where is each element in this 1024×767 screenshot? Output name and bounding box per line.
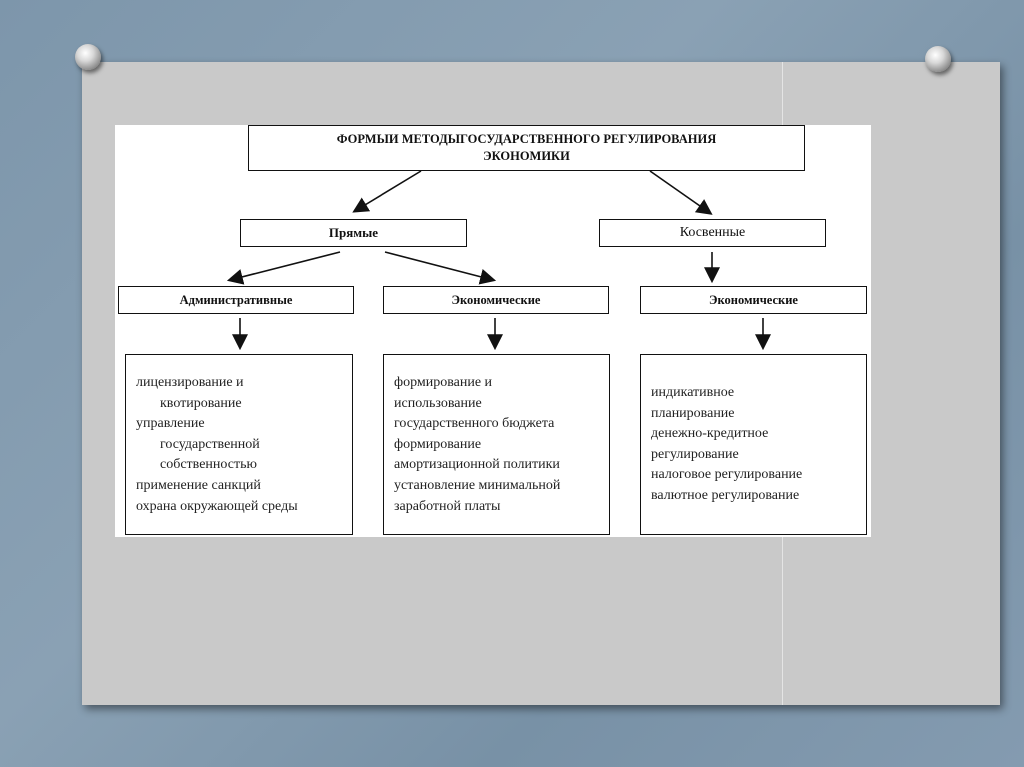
title-line-2: ЭКОНОМИКИ xyxy=(483,149,570,163)
pushpin-icon xyxy=(75,44,101,70)
direct-box: Прямые xyxy=(240,219,467,247)
list-item: лицензирование и xyxy=(136,375,244,390)
list-item: собственностью xyxy=(160,457,257,473)
list-item: использование xyxy=(394,395,482,411)
list-item: установление минимальной xyxy=(394,477,561,493)
list-item: заработной платы xyxy=(394,498,501,514)
list-item: государственного бюджета xyxy=(394,416,555,432)
list-item: государственной xyxy=(160,436,260,452)
list-item: амортизационной политики xyxy=(394,457,560,473)
list-item: формирование и xyxy=(394,375,493,390)
arrow-to-indirect xyxy=(649,170,713,215)
list-item: денежно-кредитное xyxy=(651,426,769,442)
indirect-box: Косвенные xyxy=(599,219,826,247)
arrows xyxy=(226,170,771,351)
list-item: планирование xyxy=(651,405,735,421)
list-item: охрана окружающей среды xyxy=(136,498,298,514)
diagram: ФОРМЫИ МЕТОДЫГОСУДАРСТВЕННОГО РЕГУЛИРОВА… xyxy=(115,125,871,537)
title-box: ФОРМЫИ МЕТОДЫГОСУДАРСТВЕННОГО РЕГУЛИРОВА… xyxy=(248,125,805,171)
admin-box: Административные xyxy=(118,286,354,314)
arrow-to-econ1 xyxy=(384,251,497,285)
arrow-to-direct xyxy=(352,170,422,213)
list-item: формирование xyxy=(394,436,482,452)
list-item: управление xyxy=(136,416,205,432)
pushpin-icon xyxy=(925,46,951,72)
list-item: индикативное xyxy=(651,385,735,400)
admin-methods-list: лицензирование и квотирование управление го… xyxy=(125,354,353,535)
list-item: квотирование xyxy=(160,395,242,411)
arrow-to-admin xyxy=(226,251,341,285)
list-item: регулирование xyxy=(651,446,739,462)
list-item: валютное регулирование xyxy=(651,487,800,503)
econ-indirect-box: Экономические xyxy=(640,286,867,314)
econ-direct-methods-list: формирование и использование государственн… xyxy=(383,354,610,535)
econ-indirect-methods-list: индикативное планирование денежно-кредитно… xyxy=(640,354,867,535)
econ-direct-box: Экономические xyxy=(383,286,609,314)
list-item: применение санкций xyxy=(136,477,261,493)
title-line-1: ФОРМЫИ МЕТОДЫГОСУДАРСТВЕННОГО РЕГУЛИРОВА… xyxy=(336,132,717,146)
list-item: налоговое регулирование xyxy=(651,467,803,483)
